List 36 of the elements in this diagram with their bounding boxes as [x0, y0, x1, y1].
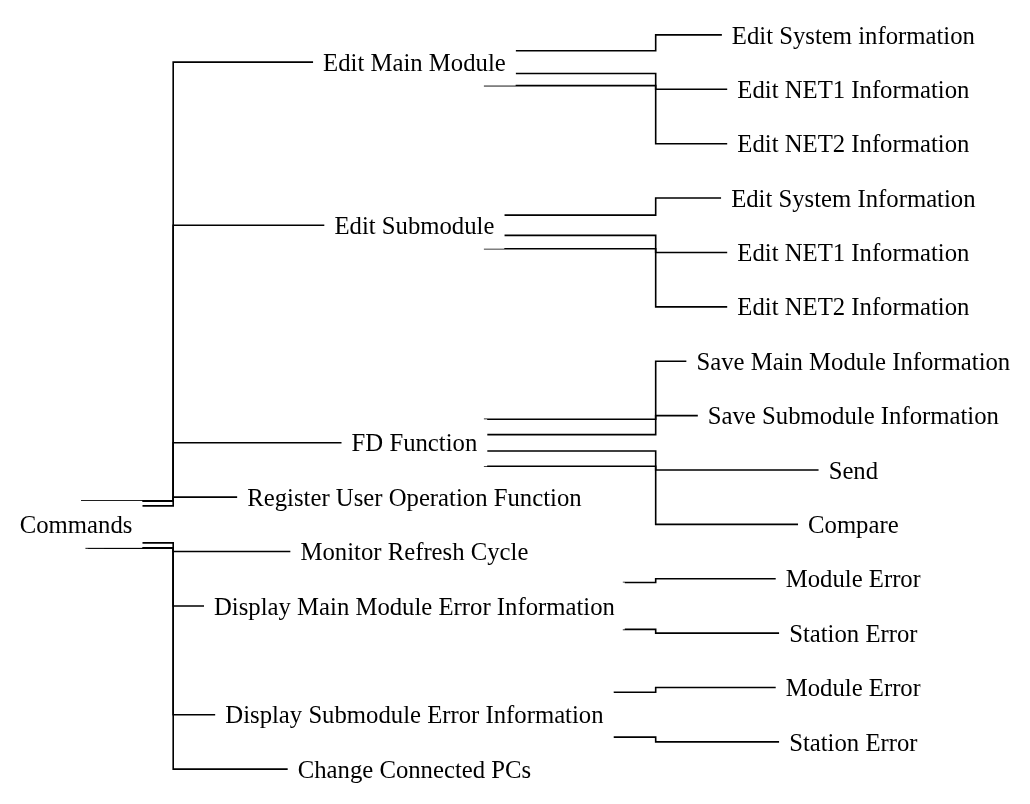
node-text: Save Main Module Information: [696, 347, 1011, 375]
node-text: Edit Main Module: [323, 48, 506, 76]
node-text: Edit System Information: [731, 184, 976, 212]
connector: [612, 686, 777, 694]
connector: [503, 234, 729, 254]
node-text: Display Main Module Error Information: [213, 592, 615, 620]
node-text: Register User Operation Function: [247, 483, 582, 511]
node-text: Display Submodule Error Information: [225, 701, 604, 729]
node-text: Compare: [808, 510, 899, 538]
node-text: Edit NET1 Information: [737, 75, 970, 103]
connector: [486, 450, 820, 471]
node-text: Save Submodule Information: [707, 402, 999, 430]
node-text: Edit NET2 Information: [737, 293, 970, 321]
connector: [141, 496, 239, 507]
node-text: Edit Submodule: [334, 211, 495, 239]
connector: [612, 736, 781, 743]
connector: [486, 414, 699, 436]
connector: [141, 542, 292, 553]
connector: [514, 34, 723, 52]
node-text: Edit NET2 Information: [737, 130, 970, 158]
node-text: Send: [828, 456, 879, 484]
node-text: Module Error: [785, 673, 921, 702]
connector: [514, 72, 729, 91]
node-text: Monitor Refresh Cycle: [300, 537, 529, 566]
node-text: Station Error: [789, 619, 918, 647]
connector: [503, 197, 723, 216]
connector: [483, 247, 729, 308]
connector: [622, 577, 777, 584]
connector: [84, 547, 289, 770]
node-text: FD Function: [351, 429, 478, 457]
node-text: Edit System information: [731, 21, 975, 49]
connector: [622, 628, 781, 634]
node-text: Change Connected PCs: [297, 755, 532, 783]
node-text: Module Error: [785, 565, 921, 593]
node-text: Edit NET1 Information: [737, 238, 970, 267]
node-text: Station Error: [789, 728, 918, 756]
